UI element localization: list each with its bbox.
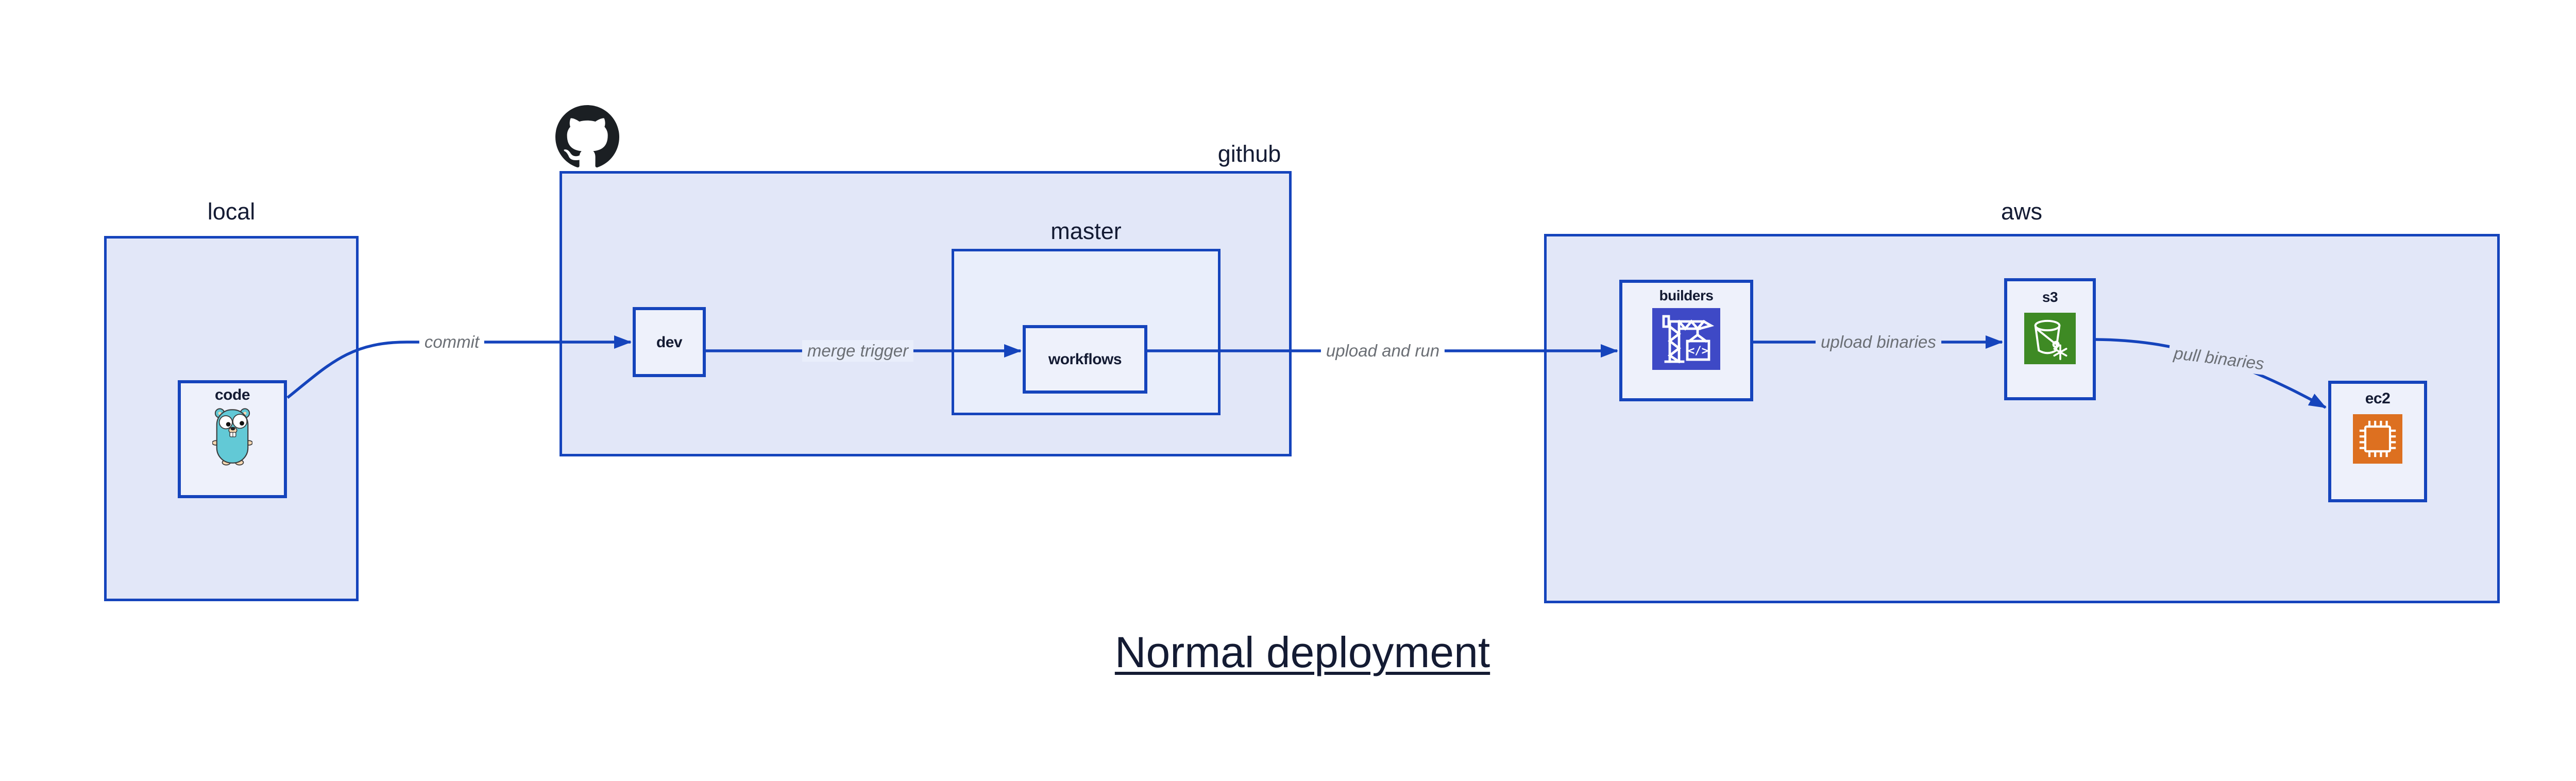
svg-text:</>: </> xyxy=(1688,345,1708,358)
workflows-node-label: workflows xyxy=(1048,351,1122,368)
edge-label-commit: commit xyxy=(419,331,485,353)
aws-codebuild-crane-icon: </> xyxy=(1652,308,1720,370)
github-octocat-logo-icon xyxy=(555,105,619,169)
aws-s3-bucket-snowflake-icon xyxy=(2024,312,2076,364)
aws-ec2-chip-icon xyxy=(2353,414,2402,464)
ec2-node: ec2 xyxy=(2328,381,2427,502)
builders-node-label: builders xyxy=(1659,287,1714,303)
workflows-node: workflows xyxy=(1023,325,1147,394)
github-label: github xyxy=(1217,141,1281,167)
code-node-label: code xyxy=(214,386,250,403)
builders-node: builders </> xyxy=(1619,280,1753,401)
s3-node-label: s3 xyxy=(2042,289,2058,305)
go-gopher-icon xyxy=(212,405,253,466)
code-node: code xyxy=(178,380,287,498)
edge-label-upload-binaries: upload binaries xyxy=(1816,331,1941,353)
ec2-node-label: ec2 xyxy=(2365,390,2391,407)
aws-label: aws xyxy=(2001,198,2043,225)
edge-label-upload-and-run: upload and run xyxy=(1320,340,1445,362)
dev-branch-node: dev xyxy=(633,307,706,377)
edge-label-merge-trigger: merge trigger xyxy=(802,340,914,362)
local-label: local xyxy=(207,198,256,225)
dev-node-label: dev xyxy=(656,333,683,351)
s3-node: s3 xyxy=(2004,278,2096,400)
master-label: master xyxy=(1050,218,1122,244)
diagram-title: Normal deployment xyxy=(1114,628,1490,676)
edge-commit-arrow xyxy=(286,335,632,399)
